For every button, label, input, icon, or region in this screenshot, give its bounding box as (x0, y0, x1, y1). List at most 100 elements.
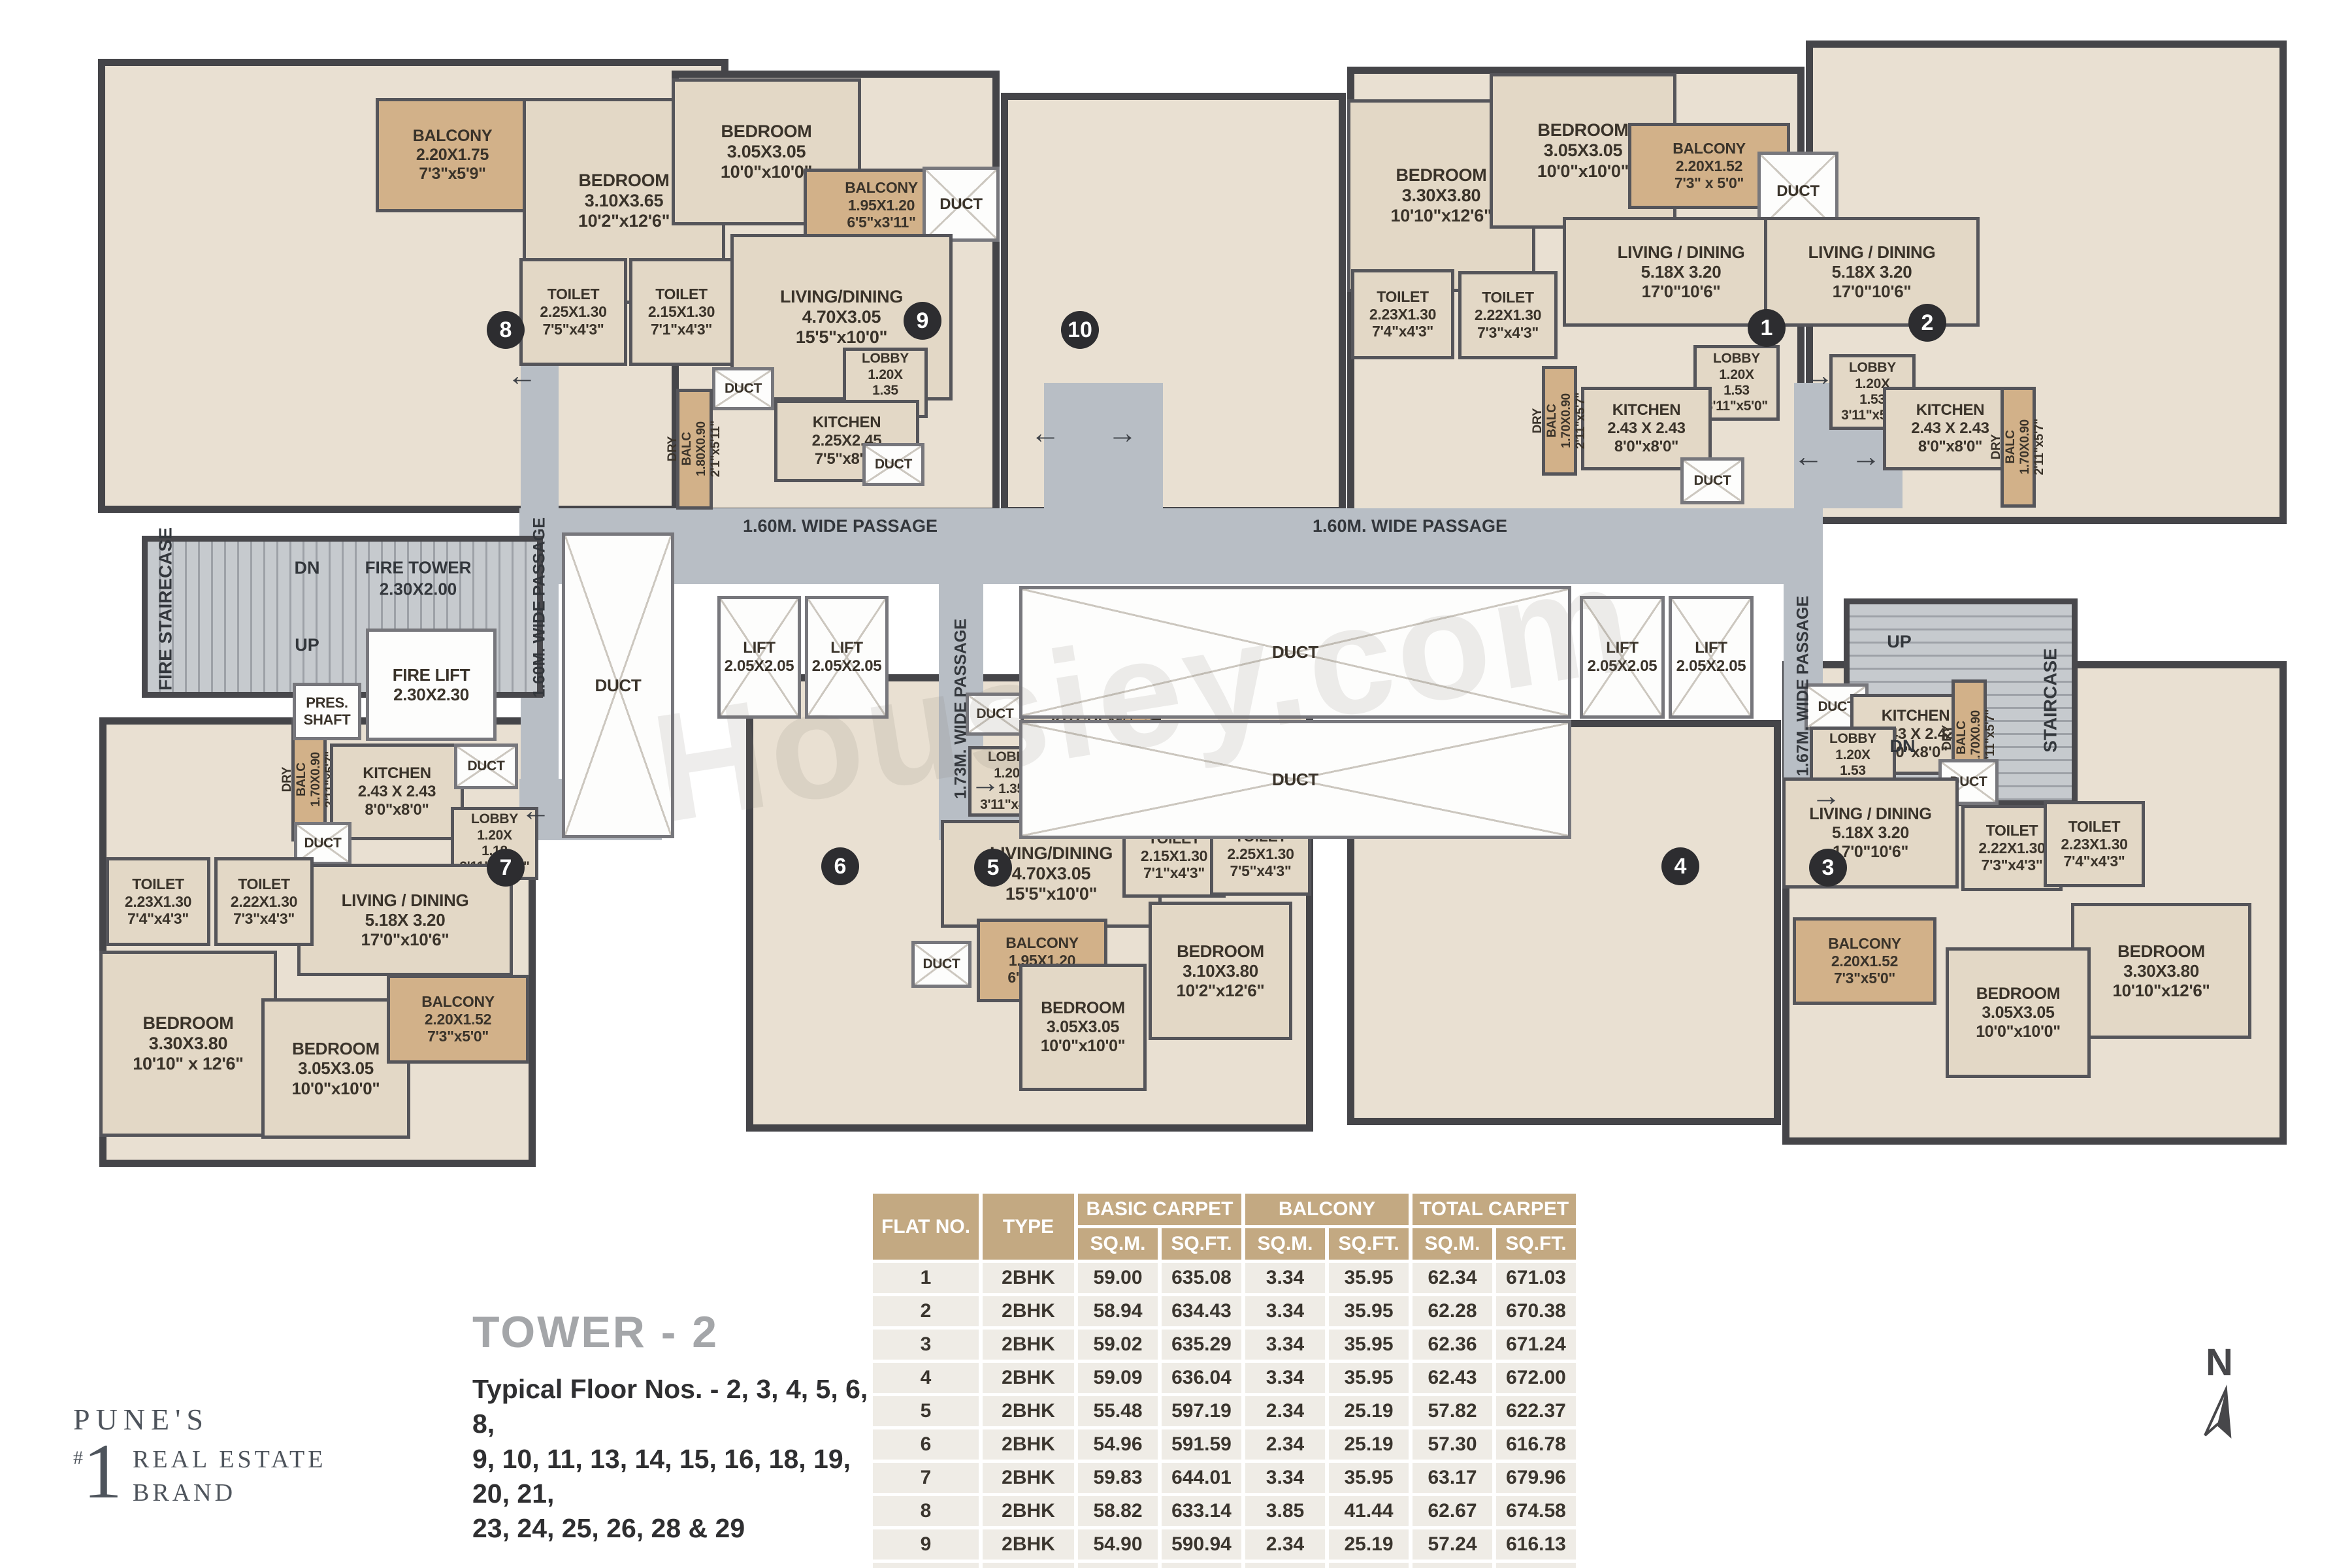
table-cell: 5 (873, 1396, 979, 1426)
table-cell: 8 (873, 1496, 979, 1526)
table-cell: 10 (873, 1563, 979, 1568)
unit-badge: 1 (1748, 309, 1786, 347)
table-cell: 2BHK (983, 1563, 1074, 1568)
room-label: DUCT (939, 195, 983, 213)
room-label: DUCT (976, 706, 1014, 721)
direction-arrow-icon: ← (521, 793, 551, 827)
table-cell: 35.95 (1329, 1463, 1409, 1493)
table-cell: 3.85 (1245, 1496, 1325, 1526)
table-cell: 2BHK (983, 1496, 1074, 1526)
table-cell: 590.94 (1162, 1529, 1241, 1560)
passage (519, 508, 1821, 584)
table-cell: 54.96 (1078, 1429, 1158, 1460)
plan-label: 1.60M. WIDE PASSAGE (530, 517, 549, 698)
unit-badge: 2 (1908, 304, 1946, 342)
area-table: FLAT NO. TYPE BASIC CARPET BALCONY TOTAL… (869, 1190, 1580, 1568)
duct: DUCT (712, 367, 774, 410)
room-label: DUCT (1818, 698, 1855, 714)
table-cell: 59.09 (1078, 1363, 1158, 1393)
table-cell: 35.95 (1329, 1363, 1409, 1393)
plan-label: UP (1887, 632, 1912, 652)
duct: DUCT (562, 532, 674, 838)
table-cell: 57.75 (1413, 1563, 1492, 1568)
table-cell: 621.62 (1496, 1563, 1576, 1568)
direction-arrow-icon: → (970, 765, 1000, 799)
staircase (142, 536, 543, 698)
tower-info: TOWER - 2 Typical Floor Nos. - 2, 3, 4, … (472, 1307, 890, 1546)
duct: DUCT (454, 743, 518, 789)
unit-badge: 4 (1661, 847, 1699, 885)
table-cell: 3.34 (1245, 1463, 1325, 1493)
table-cell: 54.90 (1078, 1529, 1158, 1560)
brand-rank-symbol: # (73, 1447, 83, 1469)
table-cell: 674.58 (1496, 1496, 1576, 1526)
table-cell: 55.48 (1078, 1396, 1158, 1426)
table-cell: 3.34 (1245, 1363, 1325, 1393)
duct: DUCT (862, 443, 924, 486)
table-cell: 616.78 (1496, 1429, 1576, 1460)
table-cell: 7 (873, 1463, 979, 1493)
table-cell: 1 (873, 1263, 979, 1293)
table-cell: 2.34 (1245, 1529, 1325, 1560)
room-label: DUCT (724, 380, 762, 396)
room-label: DUCT (1776, 182, 1820, 201)
table-cell: 62.67 (1413, 1496, 1492, 1526)
plan-label: DN (1889, 736, 1916, 757)
table-cell: 58.82 (1078, 1496, 1158, 1526)
sub-sqft: SQ.FT. (1162, 1228, 1241, 1260)
table-cell: 57.24 (1413, 1529, 1492, 1560)
table-cell: 59.02 (1078, 1330, 1158, 1360)
table-cell: 622.37 (1496, 1396, 1576, 1426)
table-cell: 6 (873, 1429, 979, 1460)
brand-line2: BRAND (133, 1479, 237, 1507)
table-cell: 2BHK (983, 1263, 1074, 1293)
room-label: DUCT (1950, 774, 1987, 789)
table-cell: 636.04 (1162, 1363, 1241, 1393)
plan-label: UP (295, 635, 319, 655)
unit-badge: 5 (974, 849, 1012, 887)
table-cell: 57.82 (1413, 1396, 1492, 1426)
table-cell: 3 (873, 1330, 979, 1360)
north-label: N (2206, 1341, 2233, 1384)
table-cell: 3.34 (1245, 1296, 1325, 1326)
table-cell: 2BHK (983, 1463, 1074, 1493)
col-flat-no: FLAT NO. (873, 1194, 979, 1260)
group-balcony: BALCONY (1245, 1194, 1409, 1225)
tower-floors-line1: Typical Floor Nos. - 2, 3, 4, 5, 6, 8, (472, 1374, 868, 1439)
duct: DUCT (1019, 720, 1571, 839)
brand-line1: REAL ESTATE (133, 1446, 327, 1473)
plan-label: STAIRCASE (2040, 648, 2061, 753)
table-cell: 55.41 (1078, 1563, 1158, 1568)
table-cell: 2.34 (1245, 1396, 1325, 1426)
